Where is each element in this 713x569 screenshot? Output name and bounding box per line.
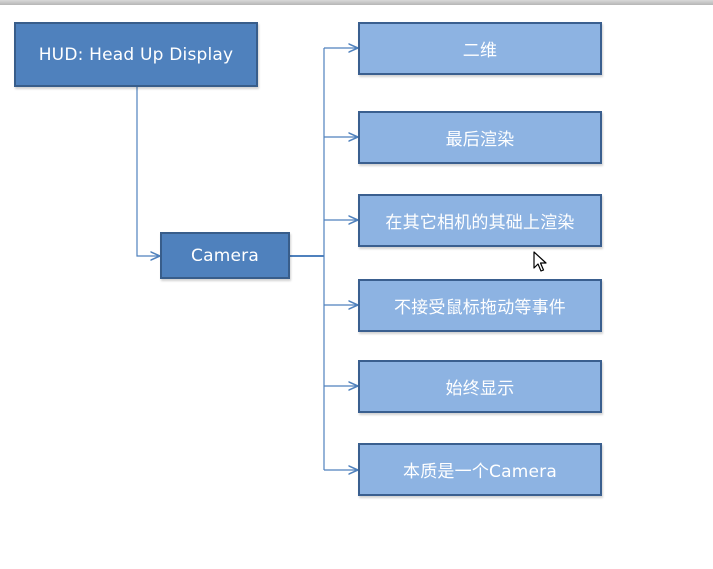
root-node-label: HUD: Head Up Display (38, 44, 234, 65)
camera-node-label: Camera (191, 245, 259, 266)
property-node-no-mouse-events[interactable]: 不接受鼠标拖动等事件 (358, 279, 602, 332)
property-node-render-over-cameras[interactable]: 在其它相机的其础上渲染 (358, 194, 602, 247)
property-node-label: 二维 (462, 41, 498, 61)
property-node-render-last[interactable]: 最后渲染 (358, 111, 602, 164)
property-node-label: 始终显示 (445, 379, 515, 399)
property-node-always-visible[interactable]: 始终显示 (358, 360, 602, 413)
property-node-label: 不接受鼠标拖动等事件 (394, 298, 566, 318)
window-top-border (0, 0, 713, 5)
root-node-hud[interactable]: HUD: Head Up Display (14, 22, 258, 87)
property-node-2d[interactable]: 二维 (358, 22, 602, 75)
property-node-label: 本质是一个Camera (403, 462, 557, 482)
property-node-is-camera[interactable]: 本质是一个Camera (358, 443, 602, 496)
root-to-camera-connector (136, 86, 160, 256)
property-node-label: 最后渲染 (445, 130, 515, 150)
camera-node[interactable]: Camera (160, 232, 290, 279)
mouse-pointer-icon (533, 251, 547, 272)
property-node-label: 在其它相机的其础上渲染 (385, 213, 575, 233)
